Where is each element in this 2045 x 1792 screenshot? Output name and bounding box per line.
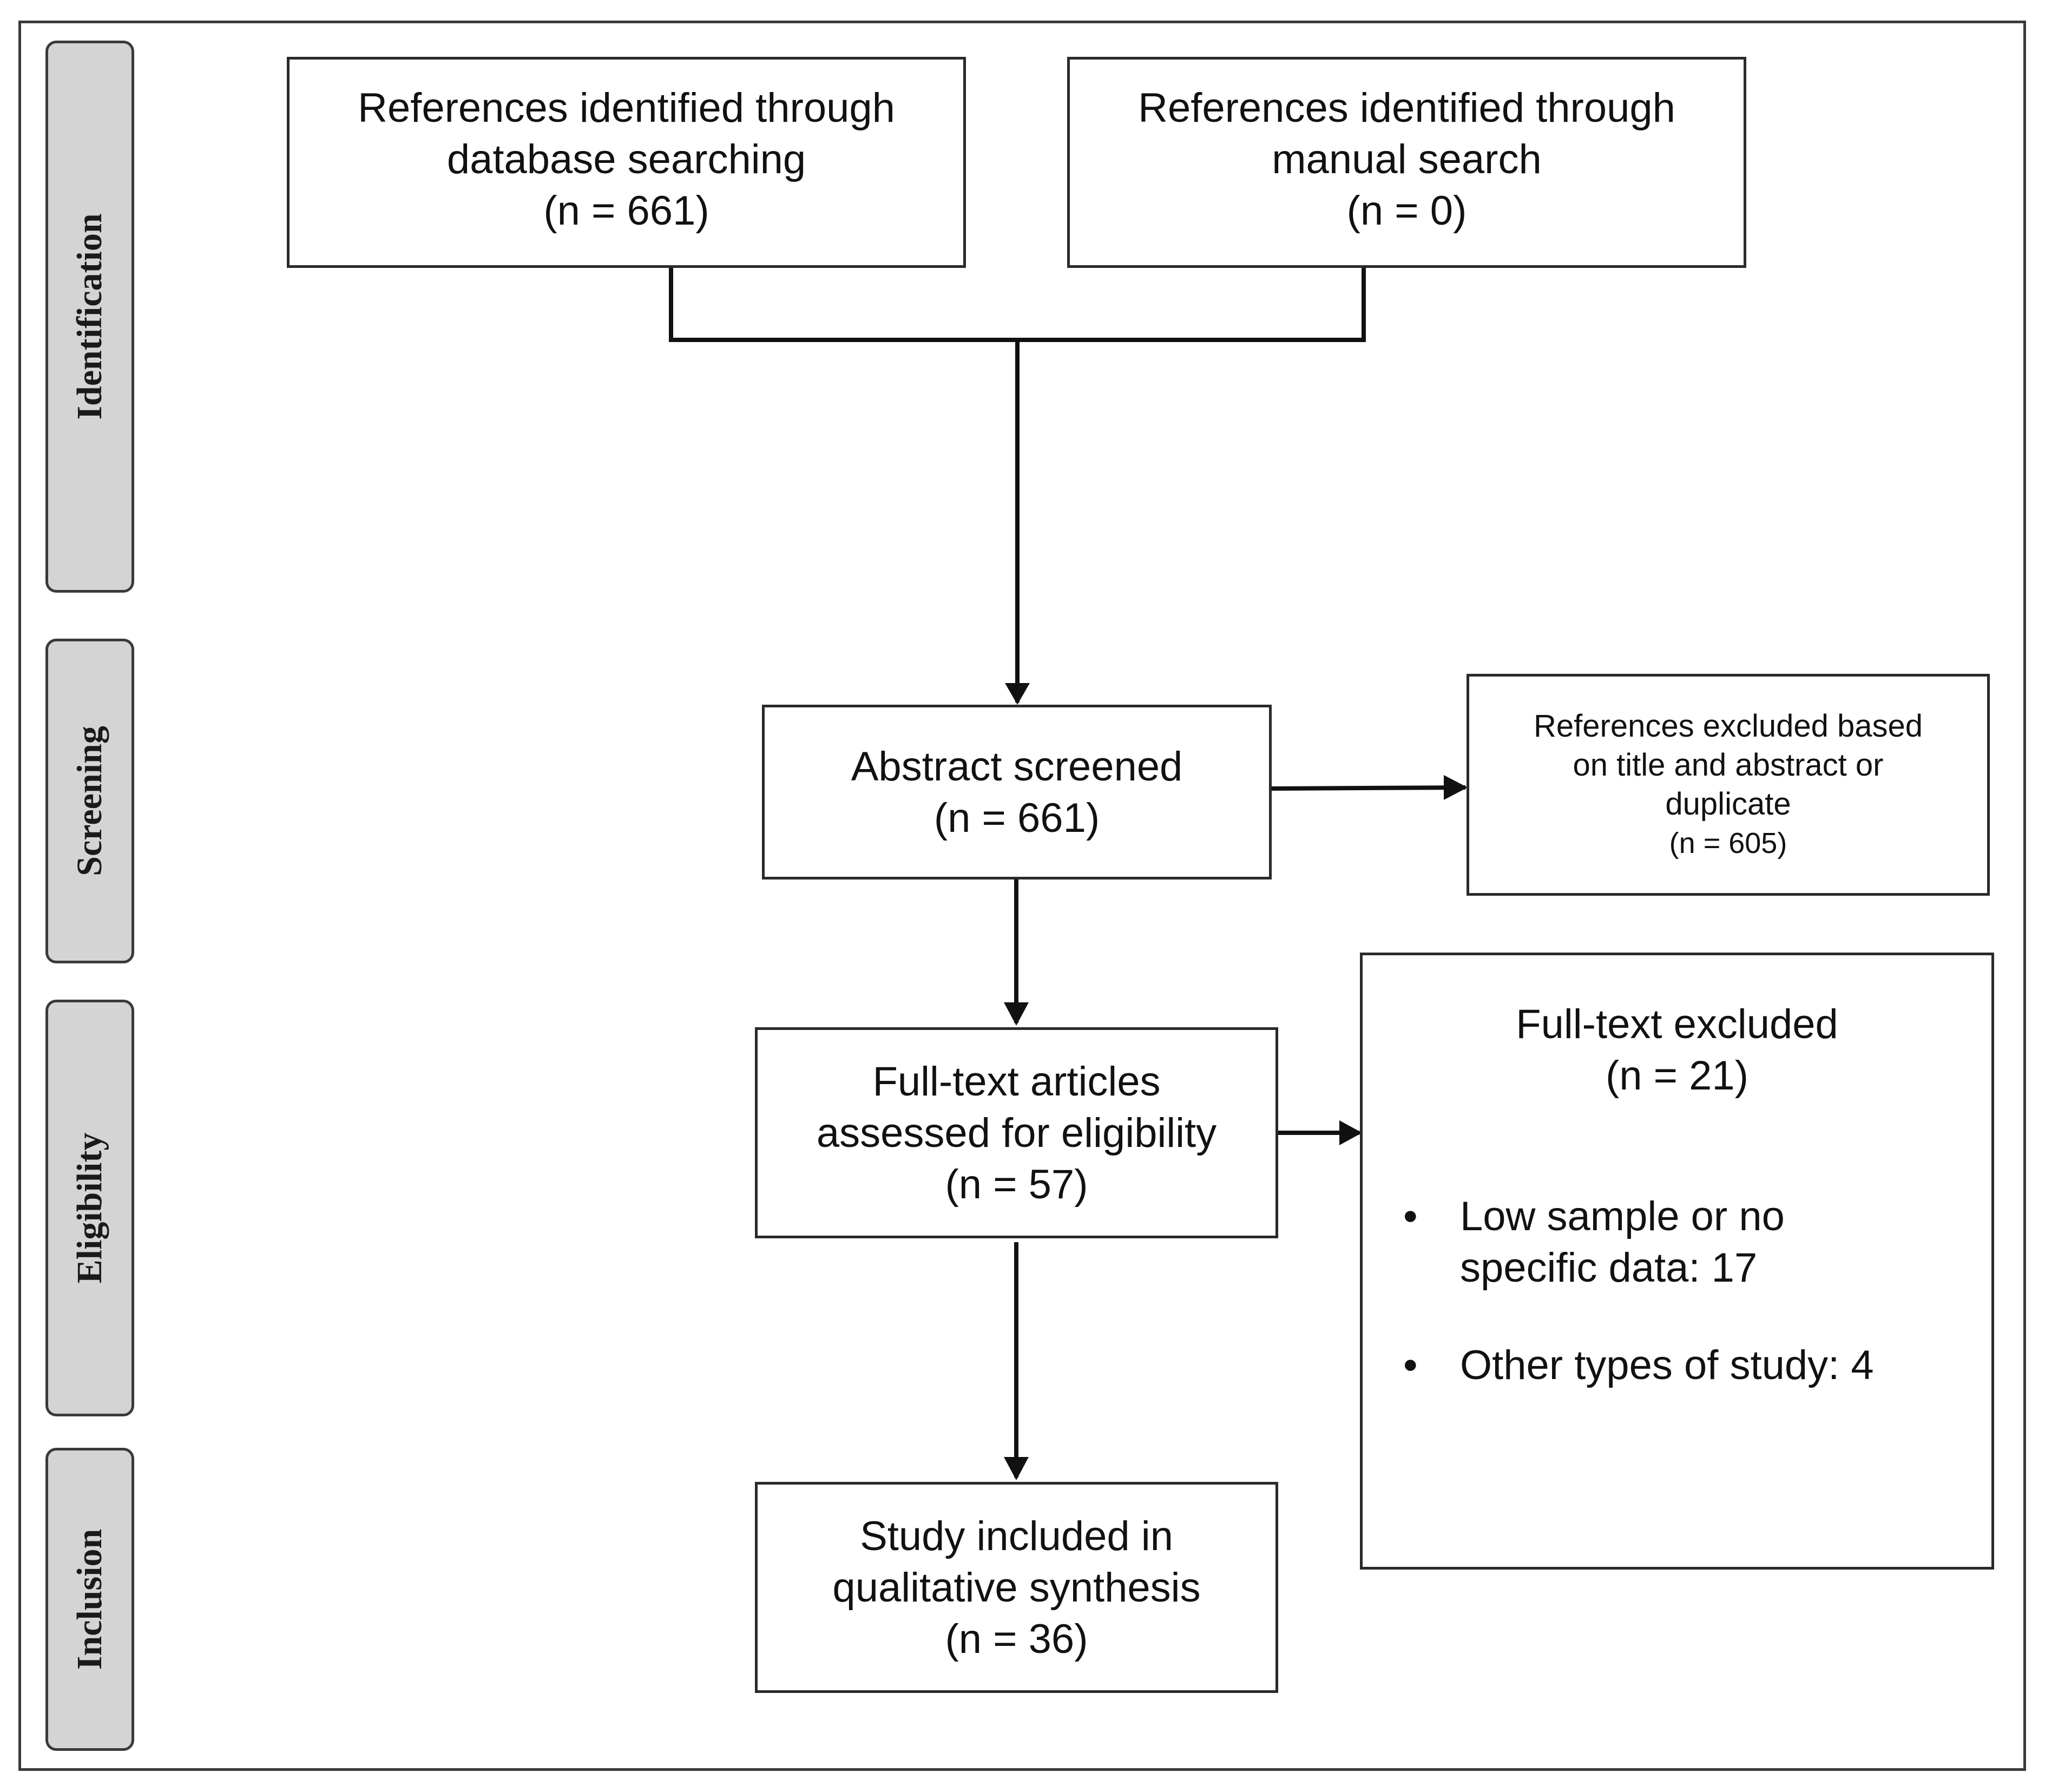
full-text-assessed-box: Full-text articles assessed for eligibil… [755, 1027, 1278, 1238]
exclusion-reason-item: Low sample or no specific data: 17 [1363, 1191, 1874, 1294]
excluded-title-abstract-line-3: duplicate [1665, 786, 1791, 822]
exclusion-reasons-list: Low sample or no specific data: 17 Other… [1363, 1191, 1874, 1437]
manual-search-box: References identified through manual sea… [1067, 57, 1746, 268]
phase-screening: Screening [45, 639, 134, 963]
abstract-screened-line-1: Abstract screened [851, 743, 1183, 790]
full-text-excluded-count: (n = 21) [1605, 1053, 1749, 1099]
arrowhead-included [1004, 1457, 1029, 1480]
abstract-screened-count: (n = 661) [933, 795, 1100, 841]
exclusion-reason-1-line-2: specific data: 17 [1460, 1245, 1758, 1291]
database-search-box: References identified through database s… [287, 57, 966, 268]
included-line-2: qualitative synthesis [832, 1564, 1201, 1611]
included-count: (n = 36) [945, 1616, 1088, 1662]
database-search-line-1: References identified through [358, 85, 895, 131]
database-search-count: (n = 661) [543, 188, 709, 234]
arrowhead-abstract-screened [1005, 683, 1030, 705]
full-text-excluded-box: Full-text excluded (n = 21) Low sample o… [1360, 953, 1994, 1570]
arrowhead-excluded-title-abstract [1444, 775, 1468, 800]
exclusion-reason-item: Other types of study: 4 [1363, 1340, 1874, 1391]
connector-abstract-to-excluded [1270, 785, 1466, 791]
excluded-title-abstract-line-2: on title and abstract or [1573, 747, 1884, 783]
exclusion-reason-2-line-1: Other types of study: 4 [1460, 1342, 1874, 1388]
phase-identification: Identification [45, 41, 134, 593]
arrowhead-fulltext [1004, 1002, 1029, 1026]
excluded-title-abstract-line-1: References excluded based [1533, 708, 1923, 744]
diagram-frame [18, 21, 2026, 1771]
manual-search-line-1: References identified through [1138, 85, 1675, 131]
excluded-title-abstract-count: (n = 605) [1669, 827, 1787, 859]
included-box: Study included in qualitative synthesis … [755, 1482, 1278, 1693]
arrowhead-fulltext-excluded [1339, 1120, 1362, 1145]
included-line-1: Study included in [860, 1513, 1173, 1559]
connector-identification-merge [669, 268, 1366, 342]
manual-search-line-2: manual search [1272, 136, 1542, 182]
manual-search-count: (n = 0) [1346, 188, 1467, 234]
phase-eligibility: Eligibility [45, 1000, 134, 1416]
exclusion-reason-1-line-1: Low sample or no [1460, 1193, 1785, 1239]
full-text-assessed-count: (n = 57) [945, 1161, 1088, 1207]
full-text-assessed-line-1: Full-text articles [872, 1058, 1161, 1105]
full-text-excluded-line-1: Full-text excluded [1516, 1001, 1838, 1047]
full-text-assessed-line-2: assessed for eligibility [816, 1110, 1217, 1156]
abstract-screened-box: Abstract screened (n = 661) [762, 705, 1272, 879]
excluded-title-abstract-box: References excluded based on title and a… [1467, 674, 1990, 896]
phase-inclusion: Inclusion [45, 1448, 134, 1751]
database-search-line-2: database searching [446, 136, 806, 182]
